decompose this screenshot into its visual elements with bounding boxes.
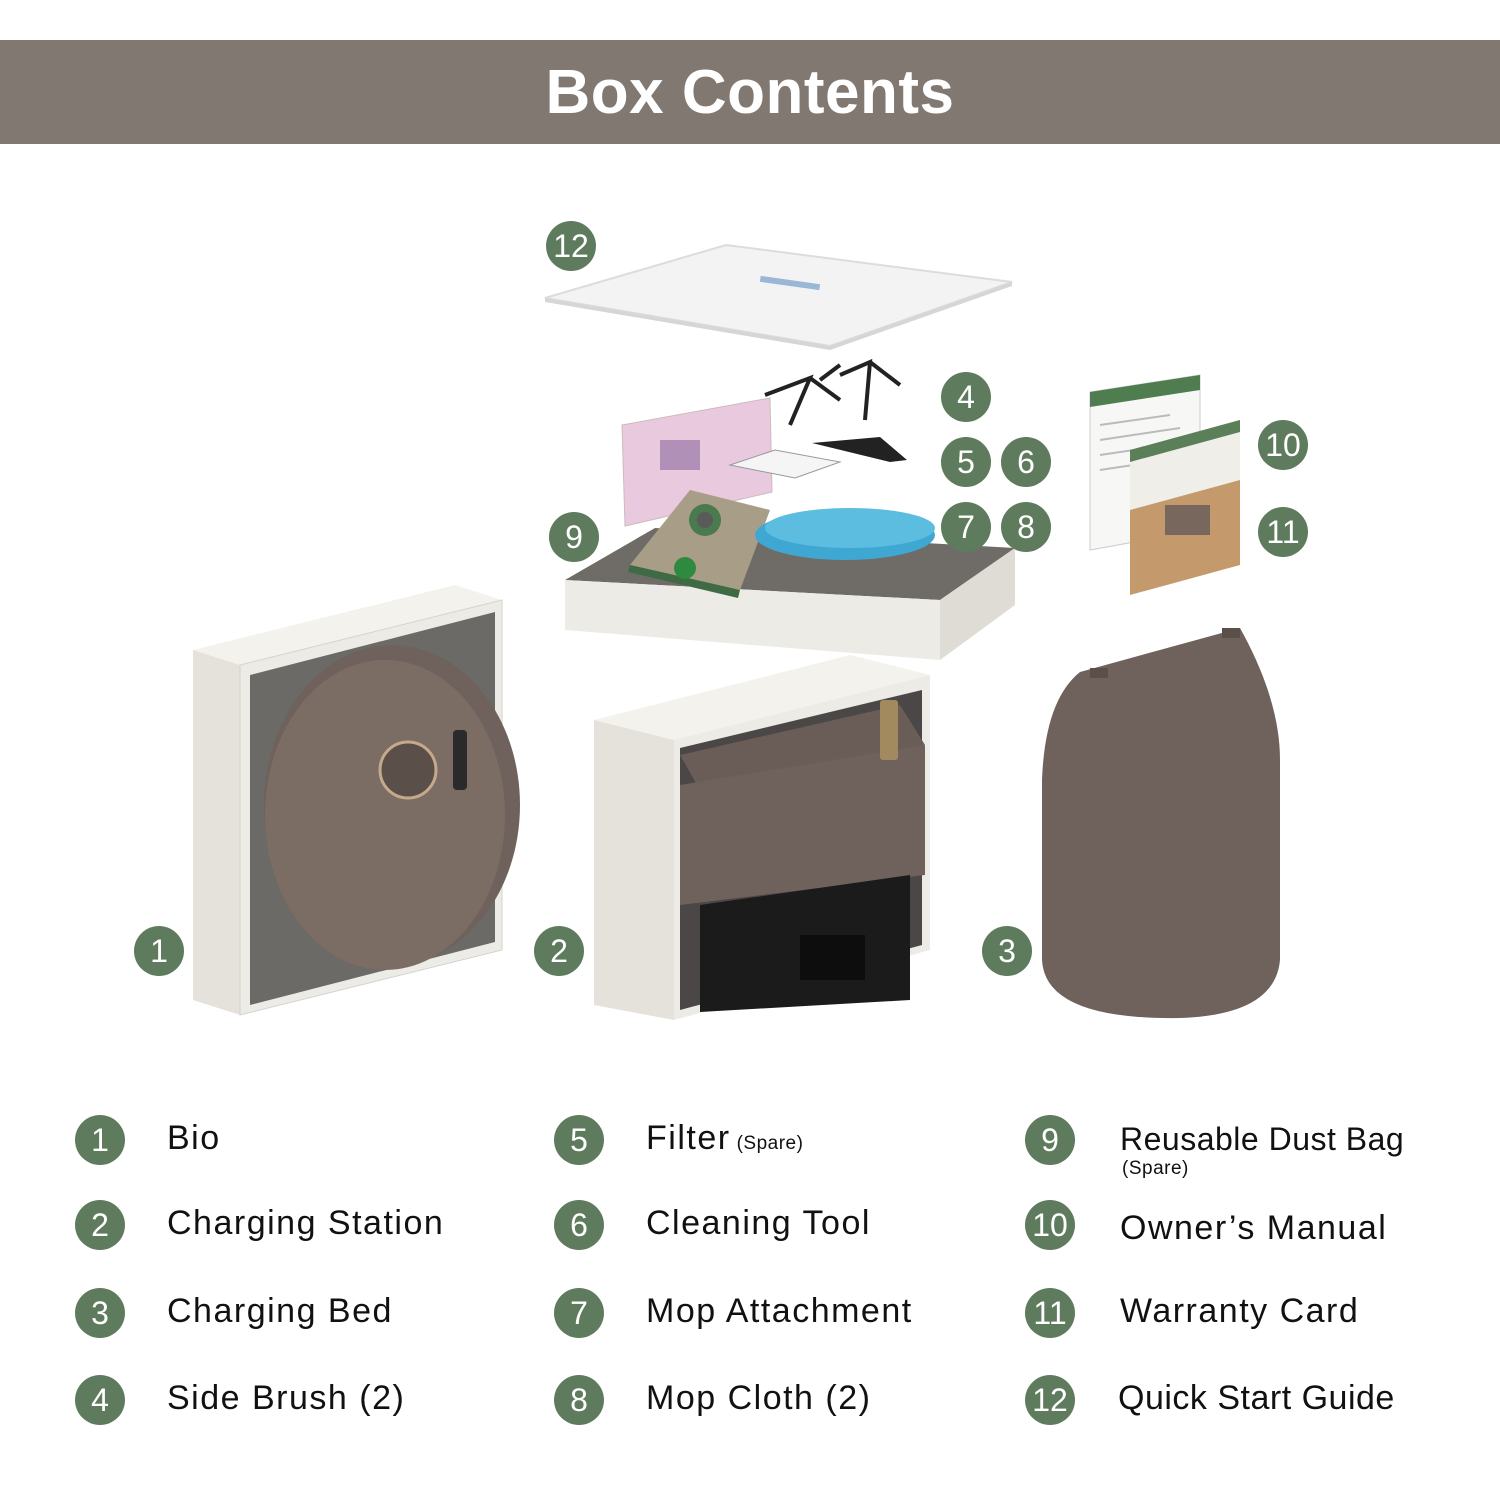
- legend-label-text: Reusable Dust Bag: [1120, 1121, 1405, 1157]
- callout-badge-2: 2: [534, 926, 584, 976]
- paperwork-illustration: [1089, 374, 1240, 595]
- callout-badge-11: 11: [1258, 507, 1308, 557]
- legend-badge: 7: [554, 1288, 604, 1338]
- legend-label: Owner’s Manual: [1120, 1209, 1388, 1247]
- callout-badge-1: 1: [134, 926, 184, 976]
- callout-badge-5: 5: [941, 437, 991, 487]
- legend-label: Mop Attachment: [646, 1292, 913, 1330]
- bio-robot-illustration: [193, 585, 520, 1016]
- legend-label: Filter(Spare): [646, 1119, 803, 1158]
- legend-label: Quick Start Guide: [1118, 1379, 1395, 1417]
- legend-label: Warranty Card: [1120, 1292, 1360, 1330]
- legend-note: (Spare): [1122, 1158, 1189, 1179]
- callout-badge-7: 7: [941, 502, 991, 552]
- charging-bed-illustration: [1042, 628, 1280, 1019]
- callout-badge-3: 3: [982, 926, 1032, 976]
- legend-badge: 12: [1025, 1375, 1075, 1425]
- accessory-tray-illustration: [565, 358, 1015, 660]
- callout-badge-6: 6: [1001, 437, 1051, 487]
- legend-badge: 3: [75, 1288, 125, 1338]
- legend-badge: 11: [1025, 1288, 1075, 1338]
- legend-badge: 4: [75, 1375, 125, 1425]
- callout-badge-10: 10: [1258, 420, 1308, 470]
- legend-badge: 6: [554, 1200, 604, 1250]
- legend-badge: 5: [554, 1115, 604, 1165]
- callout-badge-4: 4: [941, 372, 991, 422]
- legend-badge: 10: [1025, 1200, 1075, 1250]
- legend-label: Mop Cloth (2): [646, 1379, 872, 1417]
- legend-badge: 9: [1025, 1115, 1075, 1165]
- callout-badge-9: 9: [549, 512, 599, 562]
- legend-badge: 8: [554, 1375, 604, 1425]
- legend-label: Reusable Dust Bag(Spare): [1120, 1121, 1404, 1180]
- legend-label: Bio: [167, 1119, 221, 1157]
- legend-badge: 2: [75, 1200, 125, 1250]
- quick-start-guide-illustration: [544, 243, 1013, 350]
- legend-note: (Spare): [736, 1133, 804, 1154]
- charging-station-illustration: [594, 655, 930, 1020]
- page-title: Box Contents: [545, 57, 955, 127]
- legend-label: Cleaning Tool: [646, 1204, 871, 1242]
- callout-badge-8: 8: [1001, 502, 1051, 552]
- callout-badge-12: 12: [546, 221, 596, 271]
- legend-label: Side Brush (2): [167, 1379, 406, 1417]
- legend-label: Charging Station: [167, 1204, 445, 1242]
- header-banner: Box Contents: [0, 40, 1500, 144]
- legend-label: Charging Bed: [167, 1292, 393, 1330]
- legend-badge: 1: [75, 1115, 125, 1165]
- legend-label-text: Filter: [646, 1119, 731, 1157]
